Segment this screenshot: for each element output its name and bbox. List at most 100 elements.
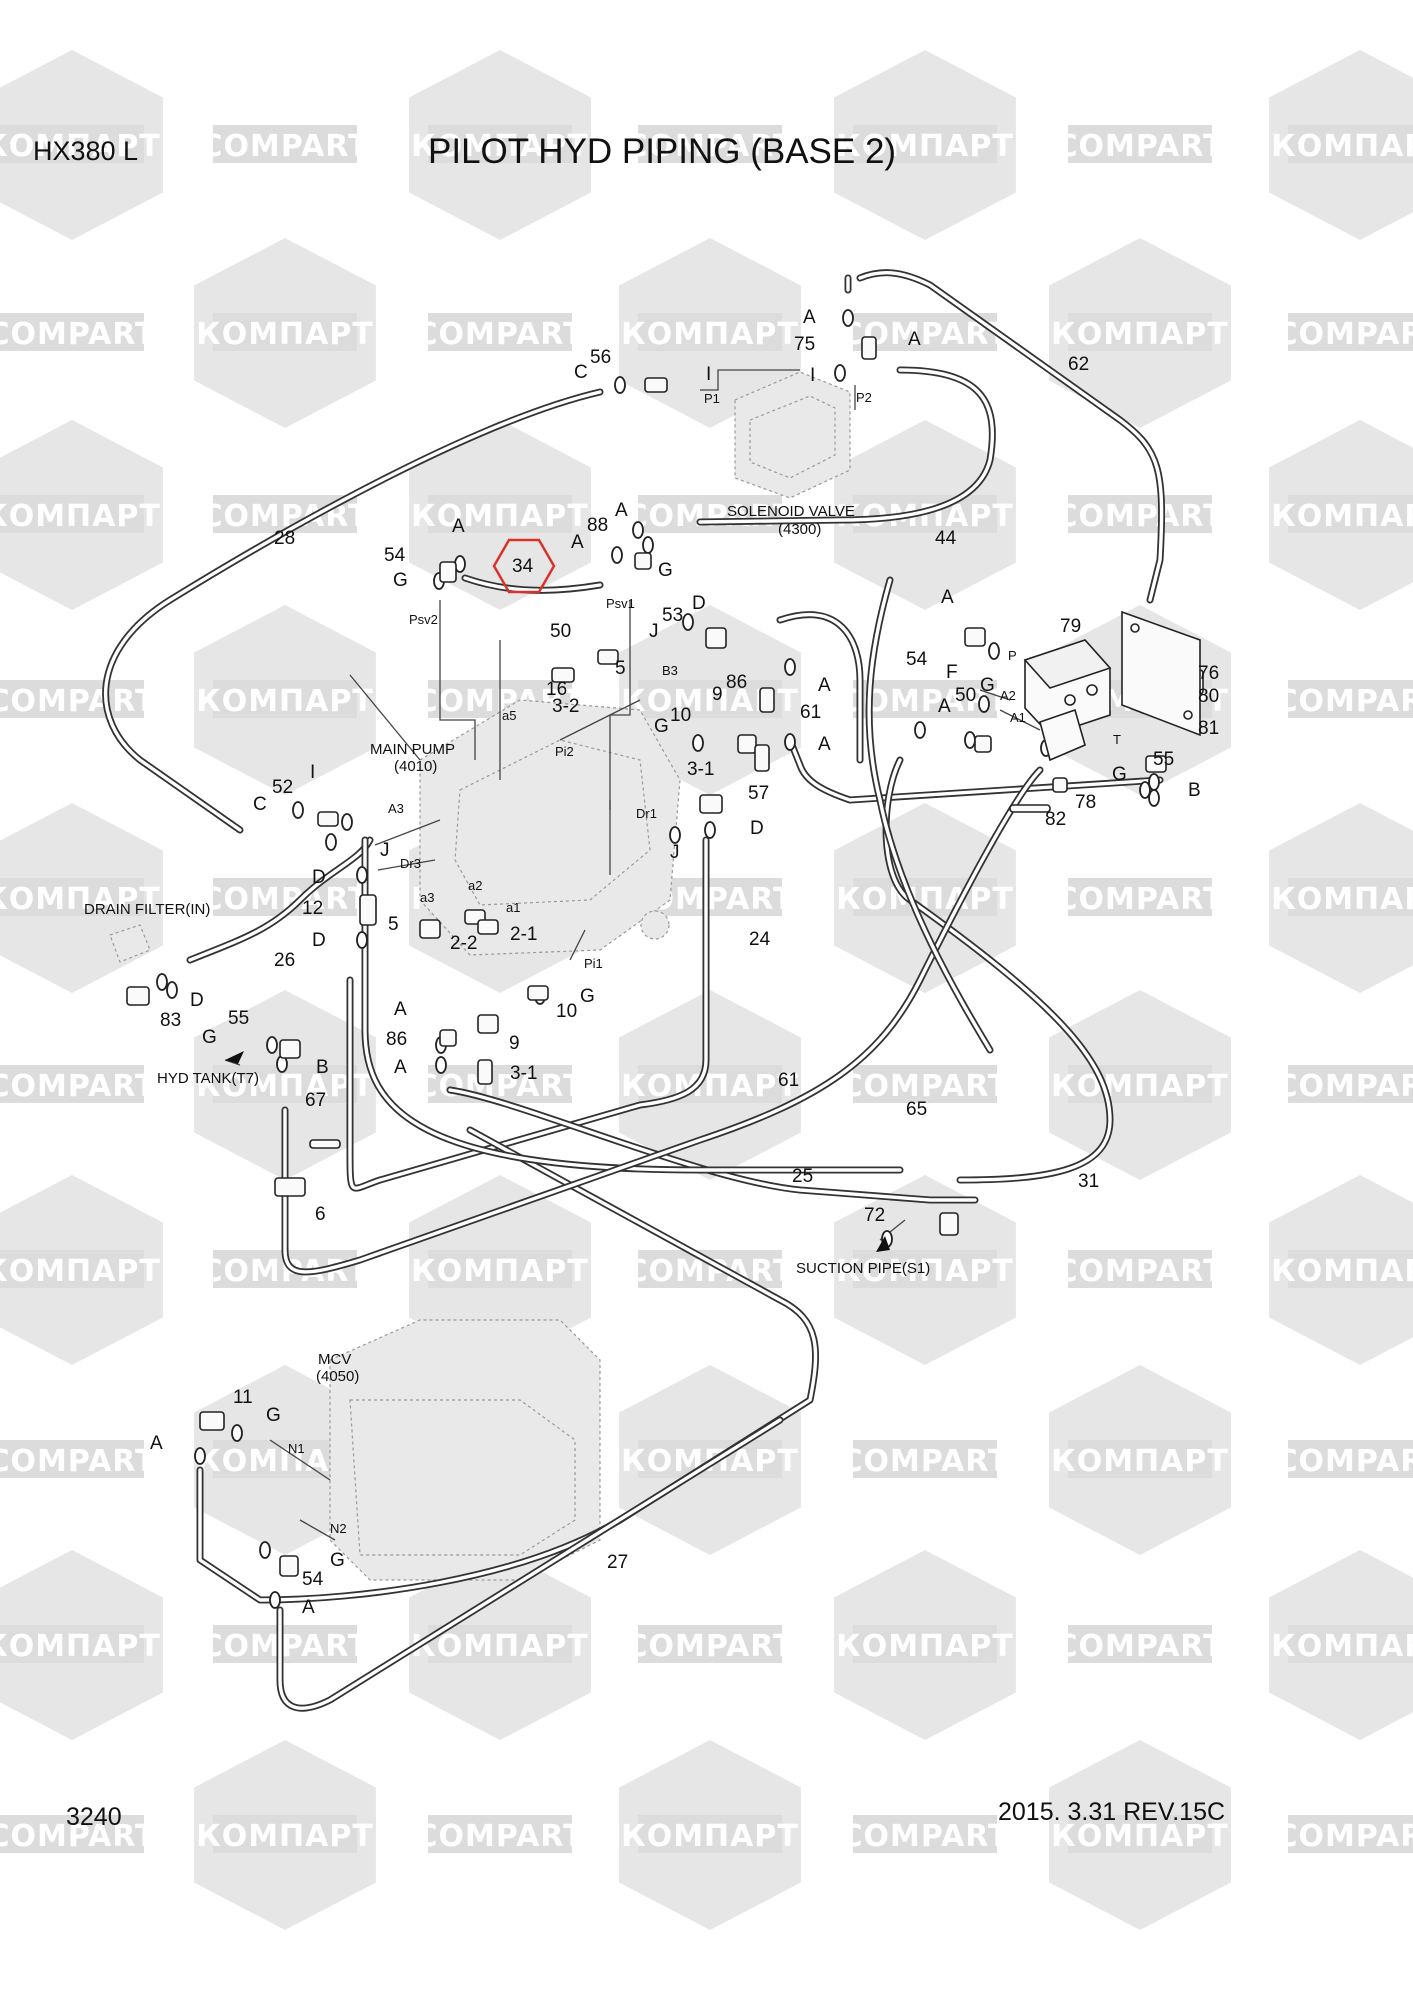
callout-80: 80 [1198,686,1219,707]
watermark-tag: КОМПАРТ [836,1625,1013,1664]
callout-61-bottom: 61 [778,1070,799,1091]
washer-78 [1052,777,1068,793]
port-labels: P1 P2 Psv1 Psv2 B3 a5 Pi2 A3 Dr1 Dr3 a3 … [288,390,1026,1536]
watermark-tag: КОМПАРТ [1051,1815,1228,1854]
fitting-9 [477,1014,499,1034]
fitting-67 [309,1139,341,1149]
watermark-tag: КОМПАРТ [836,125,1013,164]
watermark-tag: COMPART [625,125,794,164]
watermark-tag: COMPART [840,1815,1009,1854]
port-psv2: Psv2 [409,612,438,627]
svg-text:COMPART: COMPART [1275,317,1413,352]
letter-a-8: A [941,587,954,608]
callout-34: 34 [512,556,534,577]
watermark-tag: COMPART [415,1815,584,1854]
watermark-tag: COMPART [0,1440,156,1479]
bolt-82 [1009,804,1051,813]
callout-76: 76 [1198,663,1219,684]
svg-text:COMPART: COMPART [1055,499,1224,534]
part-callouts: 56 75 62 28 44 54 34 88 50 5 16 3-2 53 8… [160,334,1219,1590]
callout-86-bottom: 86 [386,1029,407,1050]
o-ring [356,931,368,949]
watermark-tag: КОМПАРТ [836,1250,1013,1289]
callout-52: 52 [272,777,293,798]
svg-text:COMPART: COMPART [1055,1629,1224,1664]
letter-d-4: D [312,930,326,951]
o-ring [914,721,926,739]
port-psv1: Psv1 [606,596,635,611]
port-a2-valve: A2 [1000,688,1016,703]
letter-b-1: B [1188,780,1201,801]
letter-d-2: D [750,818,764,839]
o-ring [435,1056,447,1074]
callout-62: 62 [1068,354,1089,375]
port-a3-upper: A3 [388,801,404,816]
watermark-tag: КОМПАРТ [621,1065,798,1104]
letter-g-5: G [1112,764,1127,785]
watermark-tag: КОМПАРТ [196,680,373,719]
fitting-54 [439,561,457,583]
drain-filter-label: DRAIN FILTER(IN) [84,901,210,918]
svg-text:КОМПАРТ: КОМПАРТ [411,129,589,164]
svg-text:COMPART: COMPART [0,1069,157,1104]
o-ring [1148,789,1160,807]
svg-text:КОМПАРТ: КОМПАРТ [0,882,161,917]
watermark-tag: COMPART [1055,495,1224,534]
watermark-tag: COMPART [625,495,794,534]
watermark-tag: КОМПАРТ [1051,1065,1228,1104]
svg-text:COMPART: COMPART [200,1629,369,1664]
bracket-81 [1121,610,1201,737]
watermark-tag: COMPART [840,1065,1009,1104]
letter-callouts: A A C I I A A A G G D J A A G A F G A P … [150,307,1201,1618]
port-n1: N1 [288,1441,305,1456]
fitting-52 [317,811,339,827]
watermark-tag: КОМПАРТ [0,495,160,534]
hose-24 [346,836,710,1192]
watermark-tag: КОМПАРТ [196,1815,373,1854]
svg-text:COMPART: COMPART [0,317,157,352]
port-p2: P2 [856,390,872,405]
o-ring [194,1447,206,1465]
page-number: 3240 [66,1803,122,1831]
callout-12: 12 [302,898,323,919]
hose-61 [786,736,1164,804]
callout-54-top: 54 [384,545,406,566]
watermark-tag: COMPART [0,313,157,352]
fitting-86-bottom [439,1029,457,1047]
svg-text:COMPART: COMPART [1055,129,1224,164]
watermark-tag: КОМПАРТ [411,1250,588,1289]
letter-i-2: I [810,365,815,386]
o-ring [356,866,368,884]
o-ring [988,642,1000,660]
o-ring [784,658,796,676]
port-a5: a5 [502,708,516,723]
port-a1-lower: a1 [506,900,520,915]
o-ring [842,309,854,327]
fitting-55-left [279,1039,301,1059]
svg-text:COMPART: COMPART [415,317,584,352]
letter-g-4: G [980,675,995,696]
port-pi2: Pi2 [555,744,574,759]
main-pump-label: MAIN PUMP [370,741,455,758]
callout-26: 26 [274,950,295,971]
drain-filter-body [109,924,151,963]
callout-10-bottom: 10 [556,1001,577,1022]
letter-g-9: G [330,1550,345,1571]
letter-b-2: B [316,1057,329,1078]
callout-55-left: 55 [228,1008,249,1029]
hose-31 [446,1086,979,1204]
callout-31: 31 [1078,1171,1099,1192]
watermark-tag: COMPART [200,125,369,164]
watermark-tag: КОМПАРТ [1271,1250,1413,1289]
svg-text:КОМПАРТ: КОМПАРТ [1271,882,1413,917]
hose-6 [281,766,1044,1276]
svg-text:КОМПАРТ: КОМПАРТ [1271,1254,1413,1289]
o-ring [266,1036,278,1054]
o-ring [642,536,654,554]
o-ring [964,731,976,749]
callout-54-right: 54 [906,649,928,670]
watermark-tag: COMPART [1275,680,1413,719]
letter-a-11: A [394,1057,407,1078]
watermark-tag: COMPART [625,1625,794,1664]
callout-3-2-top: 3-2 [552,696,579,717]
